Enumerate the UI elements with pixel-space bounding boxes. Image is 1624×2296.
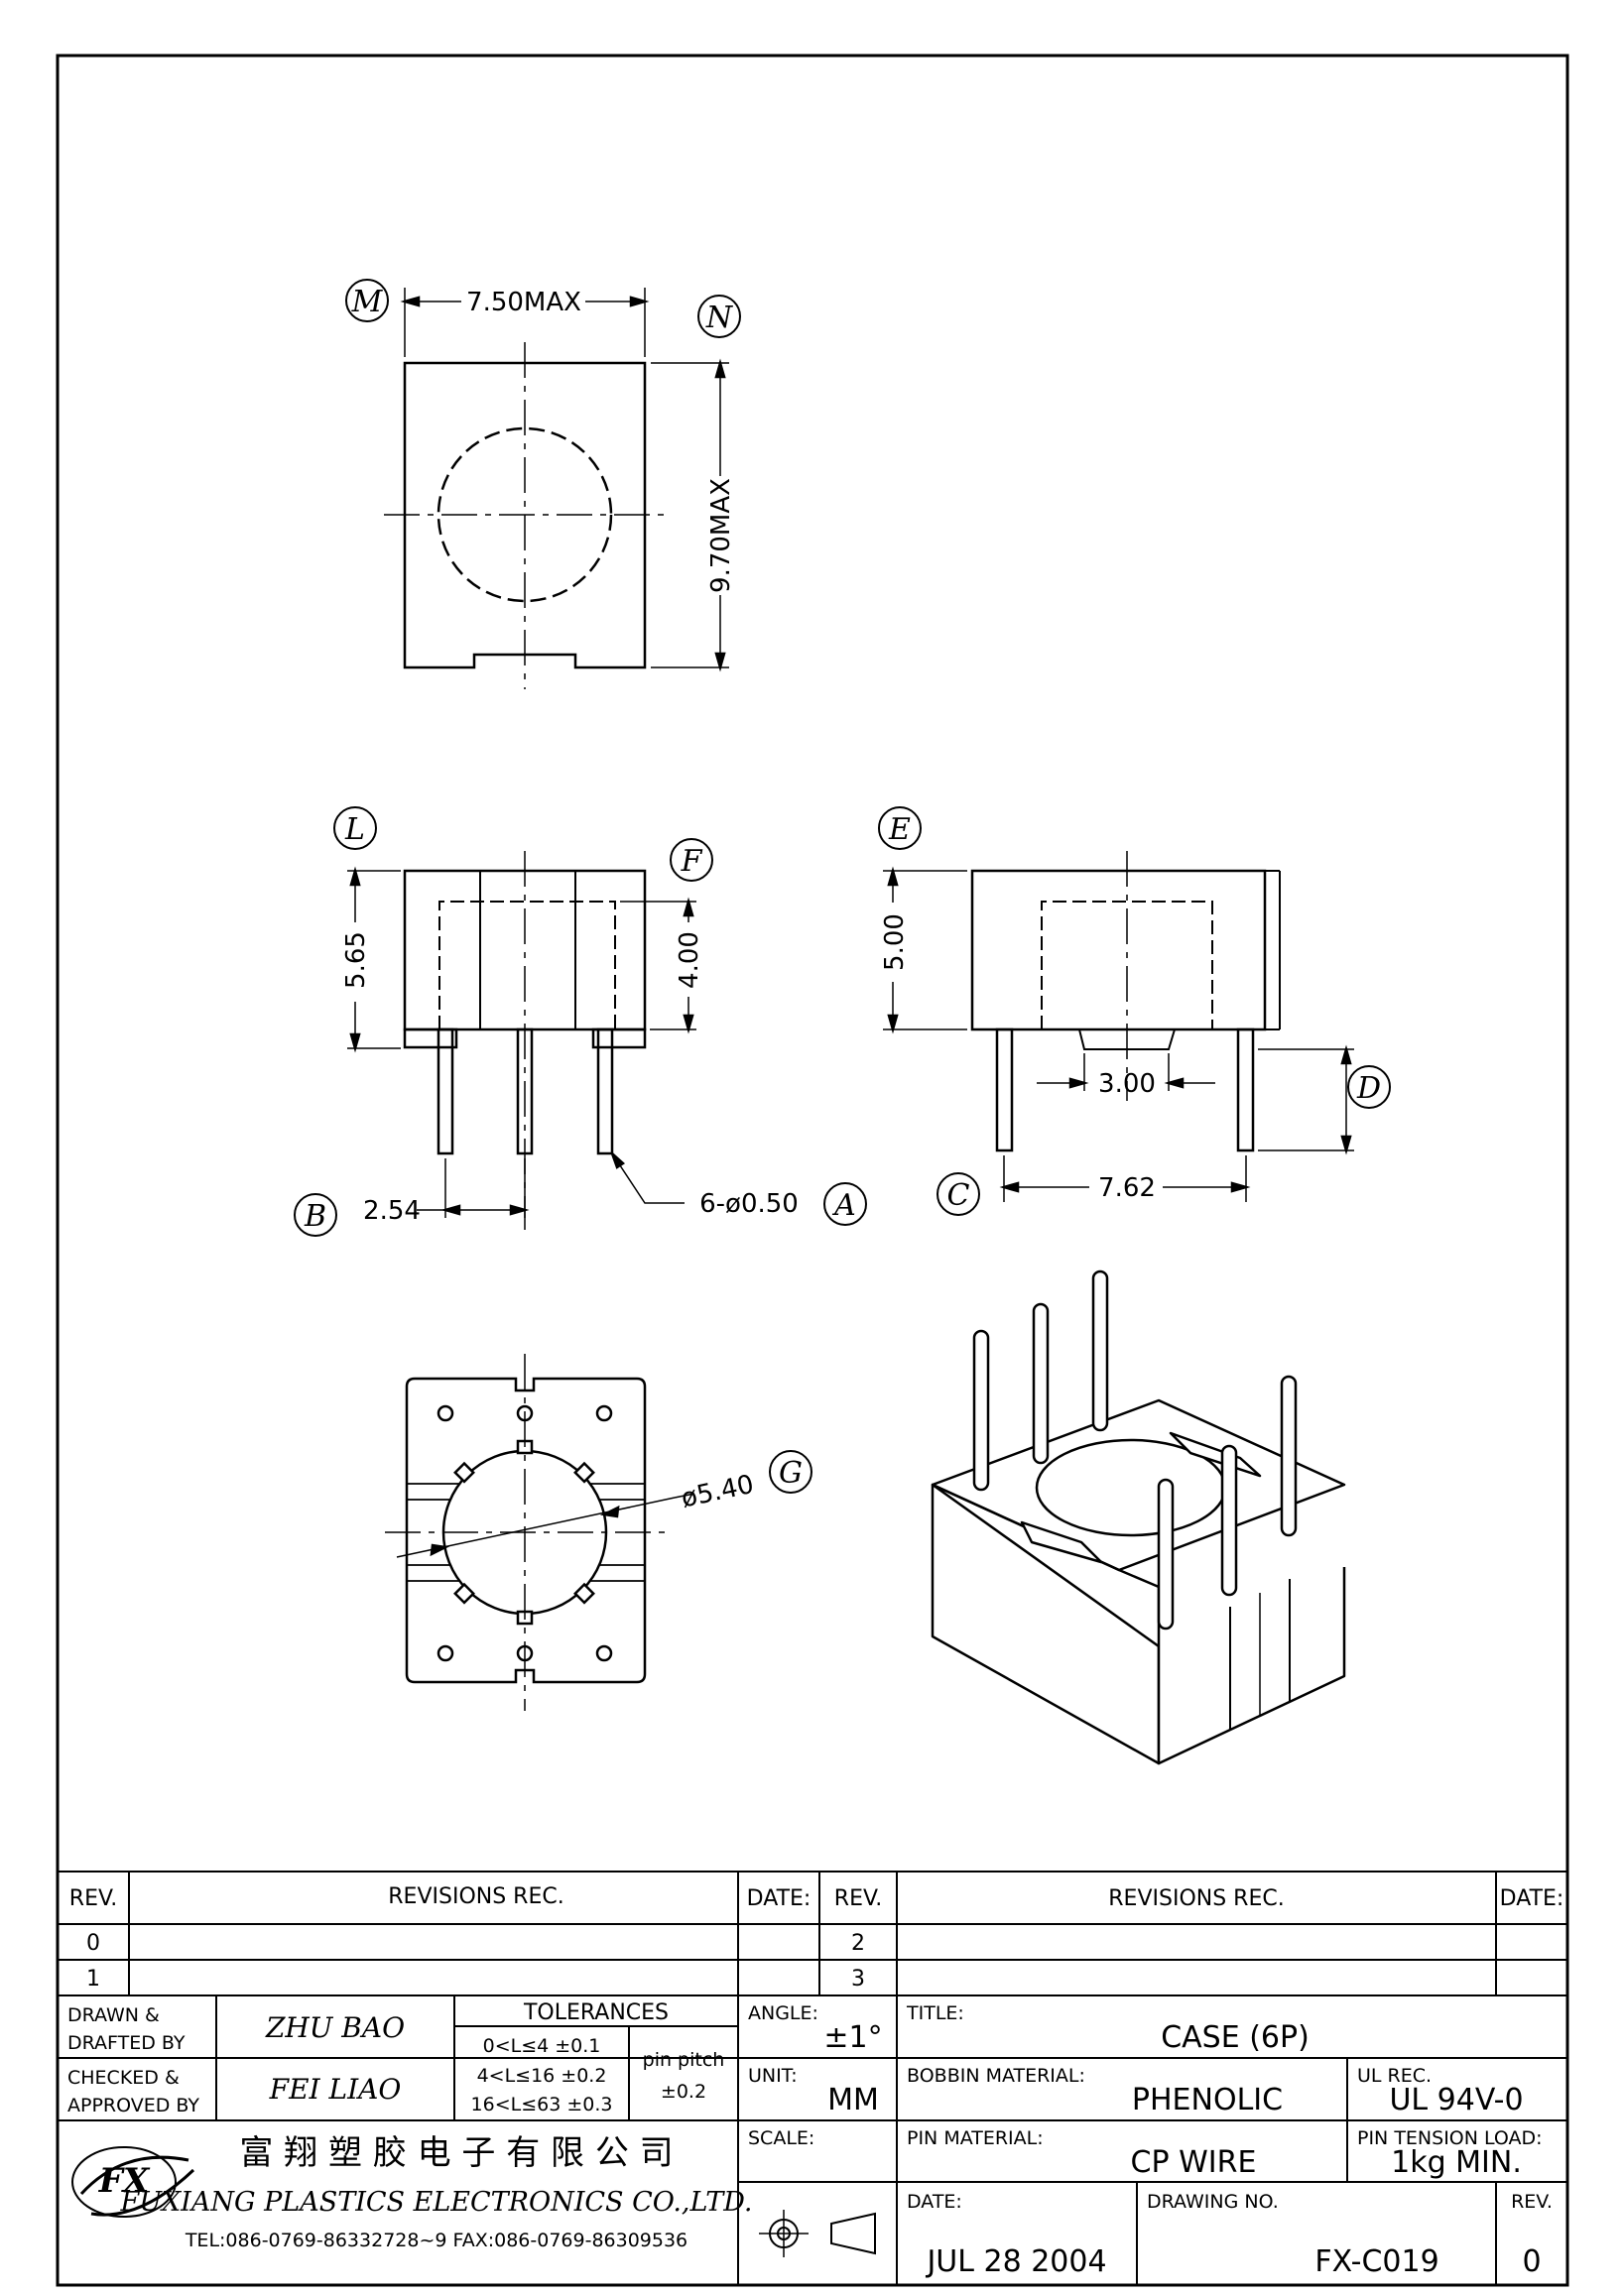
pin-material-value: CP WIRE [1131, 2145, 1257, 2180]
label-e: E [888, 812, 911, 847]
iso-pin-3 [1091, 1269, 1109, 1432]
bobbin-material-label: BOBBIN MATERIAL: [907, 2065, 1085, 2087]
title-value: CASE (6P) [1161, 2020, 1310, 2055]
bottom-view [385, 1354, 695, 1711]
title-label: TITLE: [906, 2002, 964, 2024]
drawing-no-value: FX-C019 [1314, 2244, 1438, 2279]
rev-row-0: 0 [86, 1931, 100, 1956]
checked-label-1: CHECKED & [67, 2067, 180, 2089]
side-view-cavity [1041, 901, 1213, 1029]
pin-pitch-label: pin pitch [643, 2049, 725, 2071]
side-view-body [970, 869, 1267, 1031]
dim-side-inner-width: 3.00 [1098, 1069, 1156, 1099]
label-a: A [831, 1188, 856, 1223]
pin-tension-label: PIN TENSION LOAD: [1357, 2127, 1543, 2149]
tolerance-3: 16<L≤63 ±0.3 [471, 2094, 613, 2115]
iso-pin-2 [1032, 1302, 1050, 1465]
label-n: N [705, 301, 734, 335]
dim-top-height: 9.70MAX [706, 478, 736, 593]
date-label: DATE: [907, 2191, 962, 2213]
title-block [58, 1871, 1567, 2285]
label-l: L [344, 812, 365, 847]
label-d: D [1356, 1071, 1381, 1106]
revisions-header-right: REVISIONS REC. [1108, 1886, 1284, 1911]
bottom-view-outline [405, 1377, 647, 1684]
unit-value: MM [827, 2083, 879, 2117]
front-view-pin-2 [516, 1027, 534, 1155]
dim-top-width: 7.50MAX [466, 288, 581, 317]
ul-rec-value: UL 94V-0 [1389, 2083, 1523, 2117]
date-value: JUL 28 2004 [925, 2244, 1106, 2279]
iso-pin-6 [1280, 1375, 1298, 1537]
bobbin-material-value: PHENOLIC [1132, 2083, 1283, 2117]
ul-rec-label: UL REC. [1357, 2065, 1432, 2087]
drawn-by: ZHU BAO [265, 2011, 405, 2044]
tolerance-1: 0<L≤4 ±0.1 [483, 2035, 601, 2057]
angle-value: ±1° [823, 2020, 882, 2055]
front-view-pin-1 [437, 1027, 454, 1155]
iso-right-face [1157, 1567, 1346, 1765]
rev-row-2: 2 [851, 1931, 865, 1956]
dim-pin-span: 7.62 [1098, 1173, 1156, 1203]
revisions-header-left: REVISIONS REC. [388, 1884, 563, 1909]
date-header-left: DATE: [747, 1886, 812, 1911]
angle-label: ANGLE: [748, 2002, 818, 2024]
iso-pin-5 [1220, 1444, 1238, 1597]
rev-row-3: 3 [851, 1967, 865, 1992]
tolerances-header: TOLERANCES [523, 2000, 669, 2025]
label-f: F [681, 844, 703, 879]
label-m: M [351, 285, 384, 319]
side-view-pin-right [1236, 1027, 1255, 1152]
scale-label: SCALE: [748, 2127, 814, 2149]
dim-front-inner-height: 4.00 [675, 931, 704, 989]
checked-by: FEI LIAO [269, 2073, 402, 2106]
unit-label: UNIT: [748, 2065, 798, 2087]
rev-row-1: 1 [86, 1967, 100, 1992]
date-header-right: DATE: [1500, 1886, 1564, 1911]
side-view-notch [1078, 1028, 1176, 1050]
checked-label-2: APPROVED BY [67, 2095, 199, 2116]
iso-pin-1 [972, 1329, 990, 1492]
front-view-foot-right [591, 1027, 647, 1049]
company-name-cn: 富 翔 塑 胶 电 子 有 限 公 司 [239, 2133, 673, 2173]
front-view-foot-left [403, 1027, 458, 1049]
front-view-cavity [438, 901, 616, 1029]
company-contact: TEL:086-0769-86332728~9 FAX:086-0769-863… [185, 2230, 687, 2251]
dim-front-height: 5.65 [341, 931, 371, 989]
pin-tension-value: 1kg MIN. [1391, 2145, 1522, 2180]
top-view-outline [403, 361, 647, 669]
label-g: G [779, 1456, 803, 1491]
iso-pin-4 [1157, 1478, 1175, 1631]
company-logo [71, 2146, 177, 2218]
tolerance-2: 4<L≤16 ±0.2 [477, 2065, 607, 2087]
label-c: C [947, 1178, 970, 1213]
front-view-pin-3 [596, 1027, 614, 1155]
company-name-en: FUXIANG PLASTICS ELECTRONICS CO.,LTD. [119, 2187, 752, 2218]
dim-hole-diameter: ø5.40 [679, 1470, 756, 1514]
drawing-no-label: DRAWING NO. [1147, 2191, 1279, 2213]
rev-label: REV. [1511, 2191, 1553, 2213]
label-b: B [304, 1199, 326, 1234]
pin-pitch-tolerance: ±0.2 [661, 2081, 706, 2103]
side-view [883, 851, 1354, 1202]
front-view [347, 851, 696, 1230]
drawn-label-1: DRAWN & [67, 2004, 160, 2026]
sheet-border [56, 54, 1569, 2287]
pin-material-label: PIN MATERIAL: [907, 2127, 1044, 2149]
dim-side-height: 5.00 [880, 913, 910, 971]
rev-header-left: REV. [69, 1886, 117, 1911]
bottom-view-pin-hole [437, 1404, 454, 1422]
dim-pin-pitch: 2.54 [363, 1196, 421, 1226]
side-view-pin-left [995, 1027, 1014, 1152]
drawn-label-2: DRAFTED BY [67, 2032, 186, 2054]
top-view-hole [437, 426, 613, 603]
isometric-view [931, 1269, 1346, 1765]
company-logo-text: FX [98, 2161, 151, 2201]
top-view [384, 288, 729, 689]
rev-header-right: REV. [834, 1886, 882, 1911]
rev-value: 0 [1522, 2244, 1541, 2279]
dim-pin-diameter: 6-ø0.50 [699, 1189, 799, 1219]
